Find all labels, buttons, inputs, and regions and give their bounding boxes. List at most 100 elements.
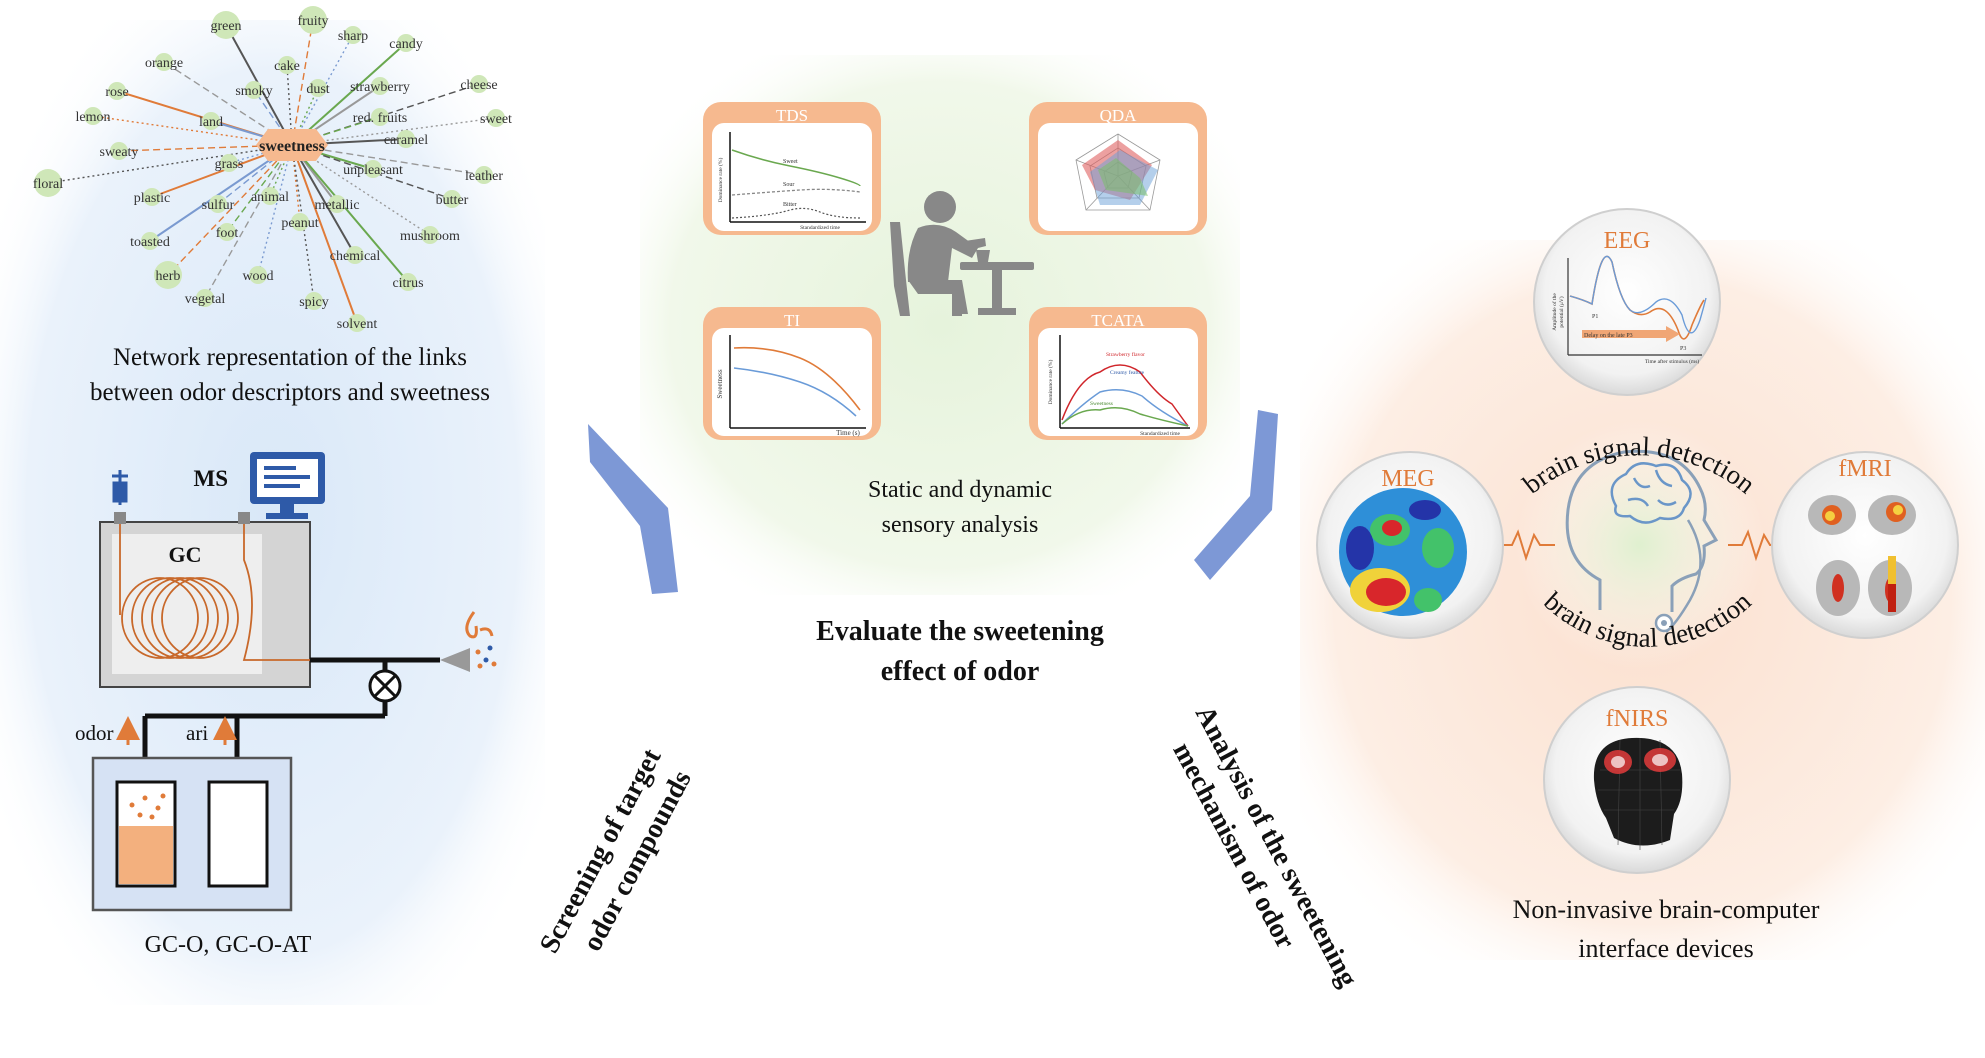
network-edge — [291, 42, 407, 146]
sensory-caption-line1: Static and dynamic — [868, 477, 1052, 503]
network-edge — [291, 144, 409, 283]
network-node-dot — [34, 169, 62, 197]
sniff-port — [440, 648, 470, 672]
network-node-label: cake — [274, 59, 300, 74]
network-node-dot — [443, 190, 461, 208]
network-node-dot — [299, 6, 327, 34]
network-node-label: floral — [33, 177, 63, 192]
tcata-title: TCATA — [1091, 311, 1145, 330]
network-node-label: cheese — [460, 78, 497, 93]
eeg-ylabel-line2: potential (μV) — [1558, 296, 1565, 327]
network-caption-line1: Network representation of the links — [113, 344, 467, 371]
tds-series-bitter: Bitter — [783, 202, 797, 208]
network-node-dot — [344, 26, 362, 44]
network-edge — [167, 144, 293, 276]
meg-title: MEG — [1381, 466, 1434, 492]
gc-label: GC — [169, 542, 202, 567]
fmri-title: fMRI — [1838, 456, 1891, 482]
network-node-label: sulfur — [202, 198, 235, 213]
tds-ylabel: Dominance rate (%) — [717, 158, 724, 203]
gc-caption: GC-O, GC-O-AT — [145, 932, 312, 958]
ti-panel: TI Sweetness Time (s) — [703, 307, 881, 440]
network-node-dot — [364, 160, 382, 178]
droplets — [475, 645, 497, 669]
brain-caption-line2: interface devices — [1578, 934, 1753, 963]
eeg-title: EEG — [1604, 228, 1651, 254]
network-node-label: spicy — [299, 295, 329, 310]
network-node-label: land — [199, 115, 223, 130]
network-node-label: rose — [105, 85, 128, 100]
network-edge — [291, 19, 314, 146]
network-node-dot — [397, 130, 415, 148]
network-node-label: wood — [242, 269, 273, 284]
network-node-label: lemon — [76, 110, 111, 125]
network-node-label: dust — [306, 82, 329, 97]
qda-title: QDA — [1100, 106, 1138, 125]
network-node-label: orange — [145, 56, 183, 71]
brain-caption-line1: Non-invasive brain-computer — [1513, 895, 1820, 924]
network-node-dot — [261, 187, 279, 205]
network-node-label: candy — [389, 37, 422, 52]
tcata-series-strawberry: Strawberry flavor — [1106, 351, 1145, 358]
network-node-label: chemical — [330, 249, 381, 264]
network-node-dot — [291, 213, 309, 231]
network-node-label: butter — [436, 193, 469, 208]
network-node-label: peanut — [281, 216, 318, 231]
evaluate-line2: effect of odor — [881, 656, 1040, 687]
signal-zigzag-left — [1500, 529, 1555, 562]
network-node-dot — [212, 11, 240, 39]
fnirs-panel: fNIRS — [1543, 686, 1731, 874]
network-node-label: herb — [156, 269, 181, 284]
network-node-dot — [487, 109, 505, 127]
network-node-dot — [305, 292, 323, 310]
network-node-dot — [371, 108, 389, 126]
network-node-label: vegetal — [185, 292, 226, 307]
gc-apparatus: MS GC — [75, 452, 497, 912]
network-node-dot — [154, 261, 182, 289]
network-node-dot — [397, 34, 415, 52]
network-edge — [204, 144, 293, 299]
air-label: ari — [186, 721, 208, 745]
fmri-panel: fMRI — [1771, 451, 1959, 639]
network-node-dot — [346, 246, 364, 264]
network-node-label: green — [210, 19, 241, 34]
network-node-label: plastic — [134, 191, 171, 206]
network-edge — [47, 144, 293, 184]
screening-label: Screening of target odor compounds — [534, 743, 698, 958]
meg-panel: MEG — [1316, 451, 1504, 639]
eeg-p3-label: P3 — [1680, 346, 1686, 352]
network-node-dot — [202, 112, 220, 130]
network-caption-line2: between odor descriptors and sweetness — [90, 379, 490, 406]
arrow-middle-to-right — [1194, 410, 1278, 580]
person-tasting-icon — [890, 191, 1034, 316]
tcata-panel: TCATA Strawberry flavor Creamy feature S… — [1029, 307, 1207, 440]
odor-label: odor — [75, 721, 114, 745]
network-node-label: animal — [251, 190, 289, 205]
network-node-label: fruity — [297, 14, 328, 29]
valve-icon — [368, 669, 402, 703]
network-node-label: metallic — [314, 198, 359, 213]
tds-xlabel: Standardized time — [800, 225, 840, 231]
network-node-dot — [141, 232, 159, 250]
network-node-label: mushroom — [400, 229, 460, 244]
tds-title: TDS — [776, 106, 808, 125]
ti-title: TI — [784, 311, 800, 330]
network-node-dot — [155, 53, 173, 71]
nose-icon — [465, 611, 494, 639]
network-edge — [291, 144, 356, 256]
network-node-label: foot — [216, 226, 239, 241]
tcata-series-sweetness: Sweetness — [1090, 401, 1113, 407]
network-node-label: sharp — [338, 29, 368, 44]
network-node-label: citrus — [392, 276, 423, 291]
network-edge — [257, 144, 293, 276]
eeg-ylabel-line1: Amplitude of the — [1551, 293, 1558, 331]
qda-panel: QDA — [1029, 102, 1207, 235]
network-edge — [291, 34, 354, 146]
network-center-node — [256, 129, 328, 161]
tds-series-sour: Sour — [783, 182, 794, 188]
eeg-xlabel: Time after stimulus (ms) — [1645, 358, 1700, 365]
network-node-dot — [249, 266, 267, 284]
head-profile-icon — [1565, 449, 1719, 612]
